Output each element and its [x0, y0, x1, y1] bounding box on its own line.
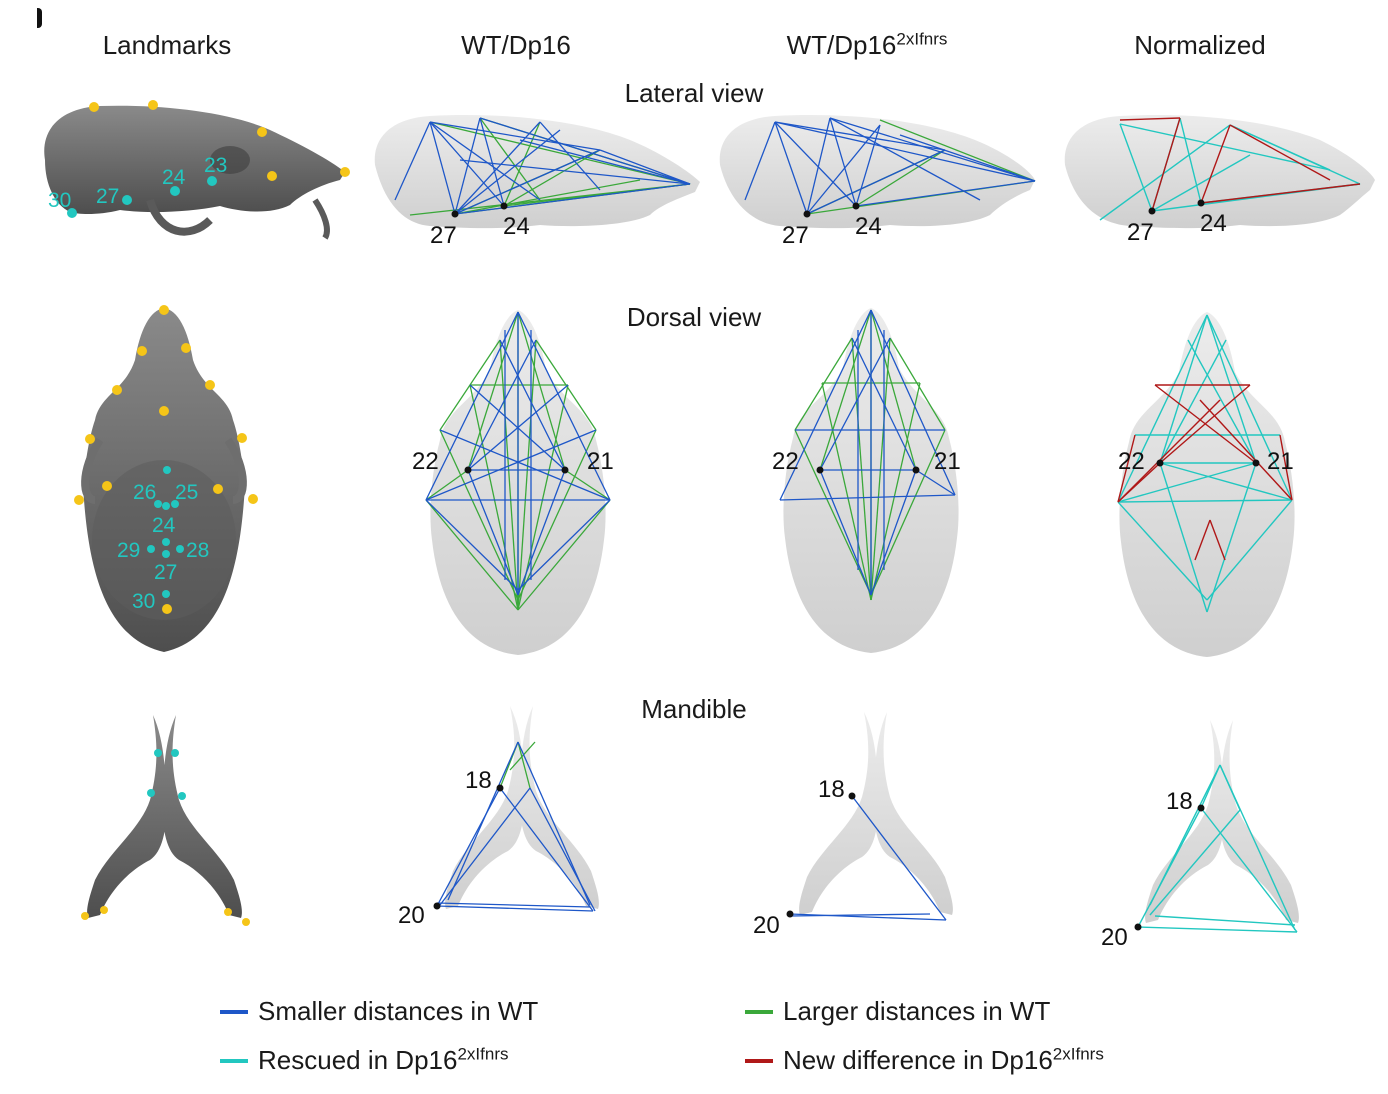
lateral-point-27	[451, 210, 459, 218]
mandible-landmarks	[87, 715, 242, 918]
mandible-normalized	[1145, 720, 1299, 923]
dorsal-skull-normalized	[1119, 312, 1295, 657]
lateral2-point-27	[803, 210, 811, 218]
dorsal-point-22	[464, 466, 472, 474]
dorsal-landmark-label: 24	[152, 514, 176, 537]
header-base: WT/Dp16	[786, 30, 897, 60]
lateral-cyan-landmarks	[67, 176, 217, 218]
dorsal-lines-wt-dp16-2x	[779, 309, 956, 601]
lateral-label-27: 27	[430, 222, 457, 249]
legend-smaller: Smaller distances in WT	[220, 996, 538, 1027]
column-header-normalized: Normalized	[1134, 30, 1266, 60]
dorsal2-label-21: 21	[934, 448, 961, 475]
dorsal-landmark-label: 27	[154, 561, 177, 584]
mandible-lines-normalized	[1137, 764, 1298, 933]
lateral-landmark-label: 23	[204, 154, 227, 177]
mandible2-label-18: 18	[818, 776, 845, 803]
row-header-dorsal: Dorsal view	[626, 302, 762, 332]
lateral-landmark-label: 24	[162, 166, 186, 189]
header-superscript: 2xIfnrs	[896, 29, 948, 49]
legend-larger: Larger distances in WT	[745, 996, 1050, 1027]
mandible-yellow-landmarks	[81, 906, 250, 926]
legend-rescued: Rescued in Dp162xIfnrs	[220, 1045, 509, 1076]
legend-swatch-red	[745, 1058, 773, 1063]
dorsal-landmark-label: 30	[132, 590, 155, 613]
legend-label-base: New difference in Dp16	[783, 1045, 1053, 1075]
legend-label-sup: 2xIfnrs	[1052, 1044, 1104, 1064]
figure-canvas: 30 27 24 23 27 24	[44, 100, 1375, 951]
legend-label: Rescued in Dp162xIfnrs	[258, 1045, 509, 1076]
mandible3-point-18	[1197, 804, 1205, 812]
column-header-wt-dp16-2xifnrs: WT/Dp162xIfnrs	[717, 30, 1017, 61]
legend-swatch-cyan	[220, 1058, 248, 1063]
dorsal-landmark-label: 26	[133, 481, 156, 504]
legend-new-difference: New difference in Dp162xIfnrs	[745, 1045, 1104, 1076]
legend-label-base: Rescued in Dp16	[258, 1045, 458, 1075]
dorsal-landmark-label: 25	[175, 481, 198, 504]
lateral-lines-wt-dp16-2x	[744, 117, 1036, 215]
mandible-wt-dp16	[445, 706, 599, 909]
mandible-point-18	[496, 784, 504, 792]
dorsal-label-21: 21	[587, 448, 614, 475]
dorsal-point-21	[561, 466, 569, 474]
mandible3-point-20	[1134, 923, 1142, 931]
dorsal-lines-wt-dp16	[425, 311, 611, 611]
lateral3-label-24: 24	[1200, 210, 1227, 237]
dorsal-landmark-label: 29	[117, 539, 140, 562]
lateral-yellow-landmarks	[89, 100, 350, 181]
legend-swatch-blue	[220, 1009, 248, 1014]
lateral-lines-wt-dp16	[394, 117, 691, 216]
dorsal-landmark-label: 28	[186, 539, 209, 562]
lateral-skull-landmarks	[44, 105, 345, 240]
dorsal2-label-22: 22	[772, 448, 799, 475]
lateral-landmark-label: 27	[96, 185, 119, 208]
legend-label-sup: 2xIfnrs	[457, 1044, 509, 1064]
lateral3-point-24	[1197, 199, 1205, 207]
column-header-wt-dp16: WT/Dp16	[461, 30, 571, 60]
mandible-label-20: 20	[398, 902, 425, 929]
dorsal3-label-22: 22	[1118, 448, 1145, 475]
legend-label: Smaller distances in WT	[258, 996, 539, 1026]
mandible-point-20	[433, 902, 441, 910]
mandible3-label-18: 18	[1166, 788, 1193, 815]
legend-label: Larger distances in WT	[783, 996, 1051, 1026]
mandible2-point-20	[786, 910, 794, 918]
mandible-label-18: 18	[465, 767, 492, 794]
mandible2-label-20: 20	[753, 912, 780, 939]
dorsal-skull-landmarks	[81, 308, 247, 652]
mandible-cyan-landmarks	[147, 749, 186, 800]
dorsal2-point-21	[912, 466, 920, 474]
mandible2-point-18	[848, 792, 856, 800]
dorsal-label-22: 22	[412, 448, 439, 475]
lateral-skull-wt-dp16-2x	[719, 115, 1035, 229]
mandible-wt-dp16-2x	[799, 712, 953, 915]
row-header-mandible: Mandible	[641, 694, 747, 724]
mandible-lines-wt-dp16-2x	[789, 795, 947, 921]
lateral-skull-wt-dp16	[374, 115, 700, 229]
lateral2-point-24	[852, 202, 860, 210]
dorsal-cyan-landmarks	[147, 466, 184, 598]
lateral-point-24	[500, 202, 508, 210]
lateral3-label-27: 27	[1127, 219, 1154, 246]
dorsal-lines-normalized	[1117, 314, 1293, 613]
dorsal3-point-21	[1252, 459, 1260, 467]
column-header-landmarks: Landmarks	[102, 30, 232, 60]
row-header-lateral: Lateral view	[624, 78, 764, 108]
dorsal-yellow-landmarks	[74, 305, 258, 614]
dorsal3-label-21: 21	[1267, 448, 1294, 475]
lateral-landmark-label: 30	[48, 189, 71, 212]
mandible3-label-20: 20	[1101, 924, 1128, 951]
lateral3-point-27	[1148, 207, 1156, 215]
legend-label: New difference in Dp162xIfnrs	[783, 1045, 1104, 1076]
lateral-label-24: 24	[503, 213, 530, 240]
legend-swatch-green	[745, 1009, 773, 1014]
lateral-lines-normalized	[1099, 117, 1361, 221]
dorsal2-point-22	[816, 466, 824, 474]
dorsal3-point-22	[1156, 459, 1164, 467]
lateral2-label-24: 24	[855, 213, 882, 240]
mandible-lines-wt-dp16	[436, 741, 596, 912]
panel-marker	[37, 8, 42, 28]
lateral2-label-27: 27	[782, 222, 809, 249]
